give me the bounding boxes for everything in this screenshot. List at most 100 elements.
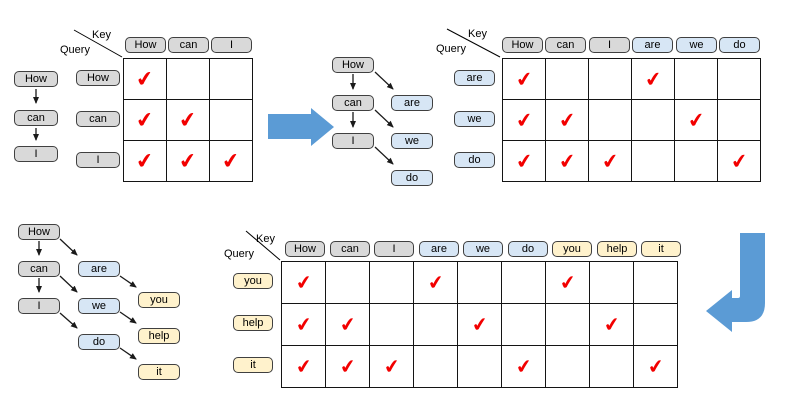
token-how: How [332,57,374,73]
check-mark: ✔ [134,65,156,93]
attn-cell-r2c8: ✔ [633,345,678,388]
query-help: help [233,315,273,331]
check-mark: ✔ [177,106,199,134]
token-you: you [138,292,180,308]
check-mark: ✔ [177,147,199,175]
check-mark: ✔ [382,354,401,379]
attn-cell-r2c5: ✔ [717,140,761,182]
check-mark: ✔ [134,147,156,175]
query-you: you [233,273,273,289]
flow-arrow-right-icon [268,108,334,146]
token-do: do [391,170,433,186]
query-i: I [76,152,120,168]
key-can: can [330,241,370,257]
attn-cell-r2c0: ✔ [502,140,546,182]
check-mark: ✔ [514,147,534,175]
matrix-row: ✔ ✔ ✔ ✔ [281,303,678,346]
attn-cell-r1c5 [501,303,546,346]
attn-cell-r0c5 [717,58,761,100]
matrix-row: ✔ ✔ [502,58,761,100]
check-mark: ✔ [514,65,534,93]
matrix-row: ✔ ✔ [123,99,253,141]
key-we: we [463,241,503,257]
attn-cell-r0c3: ✔ [413,261,458,304]
attn-cell-r2c0: ✔ [281,345,326,388]
attn-cell-r0c7 [589,261,634,304]
check-mark: ✔ [686,106,706,134]
query-can: can [76,111,120,127]
attn-cell-r1c3 [631,99,675,141]
attn-cell-r1c0: ✔ [123,99,167,141]
query-it: it [233,357,273,373]
key-i: I [589,37,630,53]
check-mark: ✔ [729,147,749,175]
attn-cell-r1c6 [545,303,590,346]
attn-cell-r2c0: ✔ [123,140,167,182]
attn-cell-r1c5 [717,99,761,141]
attn-cell-r0c1 [545,58,589,100]
attn-cell-r1c2 [369,303,414,346]
key-help: help [597,241,637,257]
check-mark: ✔ [600,147,620,175]
matrix-row: ✔ ✔ ✔ [123,140,253,182]
attn-cell-r0c5 [501,261,546,304]
attn-cell-r1c1: ✔ [325,303,370,346]
arrow-can-we [59,275,78,293]
token-help: help [138,328,180,344]
attn-cell-r0c1 [166,58,210,100]
key-are: are [632,37,673,53]
chain2-arrows [350,71,394,165]
query-are: are [454,70,495,86]
attn-cell-r0c3: ✔ [631,58,675,100]
arrow-how-are [59,238,78,256]
matrix-row: ✔ ✔ ✔ [502,99,761,141]
arrow-we-help [119,311,137,324]
key-can: can [168,37,209,53]
matrix-row: ✔ [123,58,253,100]
arrow-i-do [59,312,78,329]
token-can: can [332,95,374,111]
attn-cell-r2c3 [631,140,675,182]
check-mark: ✔ [338,312,357,337]
key-axis-label: Key [256,233,275,245]
check-mark: ✔ [558,270,577,295]
attn-cell-r2c4 [457,345,502,388]
key-how: How [125,37,166,53]
arrow-i-do [374,146,394,165]
check-mark: ✔ [134,106,156,134]
check-mark: ✔ [514,354,533,379]
token-how: How [14,71,58,87]
attn-cell-r1c1: ✔ [166,99,210,141]
arrow-can-we [374,109,394,128]
check-mark: ✔ [557,106,577,134]
token-can: can [14,110,58,126]
attn-cell-r0c1 [325,261,370,304]
attn-cell-r0c4 [457,261,502,304]
attn-cell-r0c0: ✔ [502,58,546,100]
attn-cell-r2c7 [589,345,634,388]
key-you: you [552,241,592,257]
key-we: we [676,37,717,53]
check-mark: ✔ [294,270,313,295]
arrow-are-you [119,275,137,288]
key-how: How [502,37,543,53]
attn-cell-r1c4: ✔ [674,99,718,141]
attn-cell-r2c4 [674,140,718,182]
key-are: are [419,241,459,257]
attn-cell-r1c2 [209,99,253,141]
matrix-row: ✔ ✔ ✔ ✔ ✔ [281,345,678,388]
token-we: we [78,298,120,314]
attn-cell-r2c2: ✔ [209,140,253,182]
attn-cell-r2c2: ✔ [588,140,632,182]
attn-cell-r0c2 [209,58,253,100]
token-i: I [14,146,58,162]
arrow-do-it [119,347,137,360]
arrow-how-are [374,71,394,90]
key-i: I [374,241,414,257]
token-i: I [18,298,60,314]
key-do: do [508,241,548,257]
attn-cell-r0c4 [674,58,718,100]
check-mark: ✔ [514,106,534,134]
attn-cell-r2c1: ✔ [166,140,210,182]
key-do: do [719,37,760,53]
